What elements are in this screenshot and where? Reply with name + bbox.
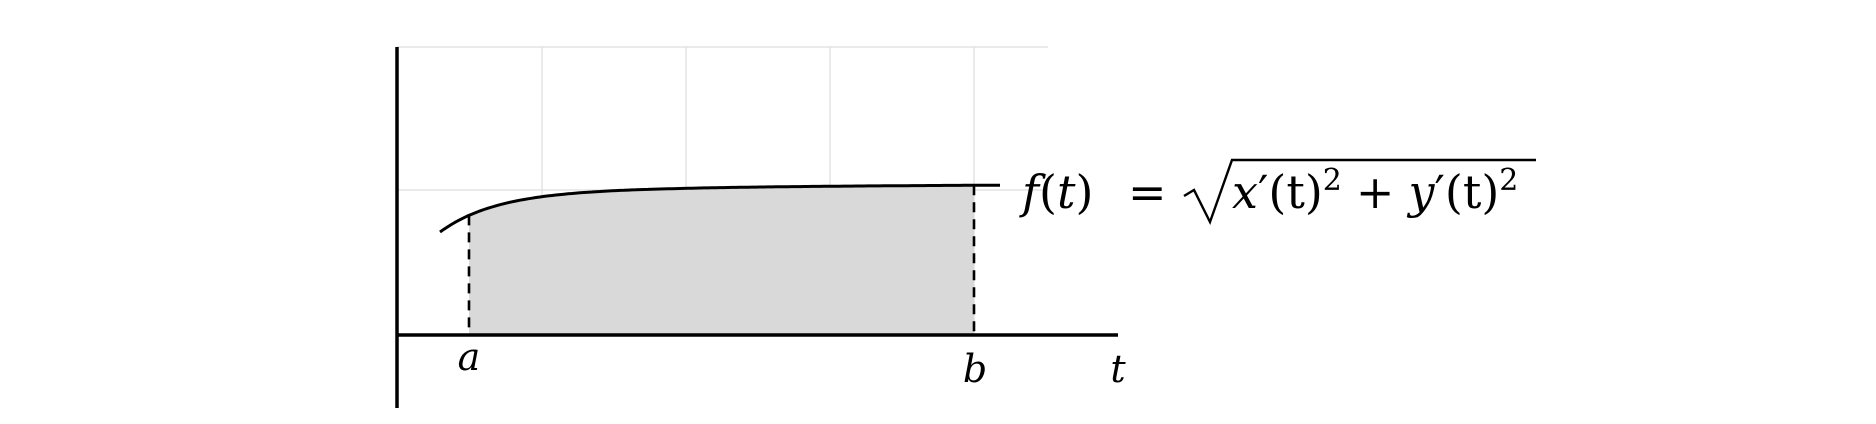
formula-equals: = [1128, 165, 1167, 219]
shaded-area-under-curve [469, 185, 974, 335]
formula-term1-prime: ′ [1258, 165, 1268, 219]
formula-lhs-open: ( [1039, 165, 1057, 219]
formula-term2-arg: (t) [1445, 165, 1499, 219]
svg-text:f(t): f(t) [1019, 165, 1093, 219]
formula-lhs-close: ) [1075, 165, 1093, 219]
axis-variable-label: t [1110, 347, 1126, 391]
function-curve [439, 183, 1000, 234]
upper-bound-label: b [963, 347, 987, 391]
formula-plus: + [1356, 165, 1395, 219]
formula-term2-prime: ′ [1434, 165, 1444, 219]
formula-lhs-var: t [1057, 165, 1076, 219]
formula-term2-exp: 2 [1499, 163, 1518, 198]
formula: f(t) = x′(t)2+y′(t)2 [1019, 158, 1536, 226]
formula-term1-exp: 2 [1323, 163, 1342, 198]
formula-radical-sign [1183, 158, 1536, 226]
formula-term1-arg: (t) [1268, 165, 1322, 219]
formula-term2-name: y [1406, 165, 1435, 219]
svg-text:x′(t)2+y′(t)2: x′(t)2+y′(t)2 [1232, 163, 1518, 219]
lower-bound-label: a [458, 335, 481, 379]
formula-term1-name: x [1232, 165, 1258, 219]
